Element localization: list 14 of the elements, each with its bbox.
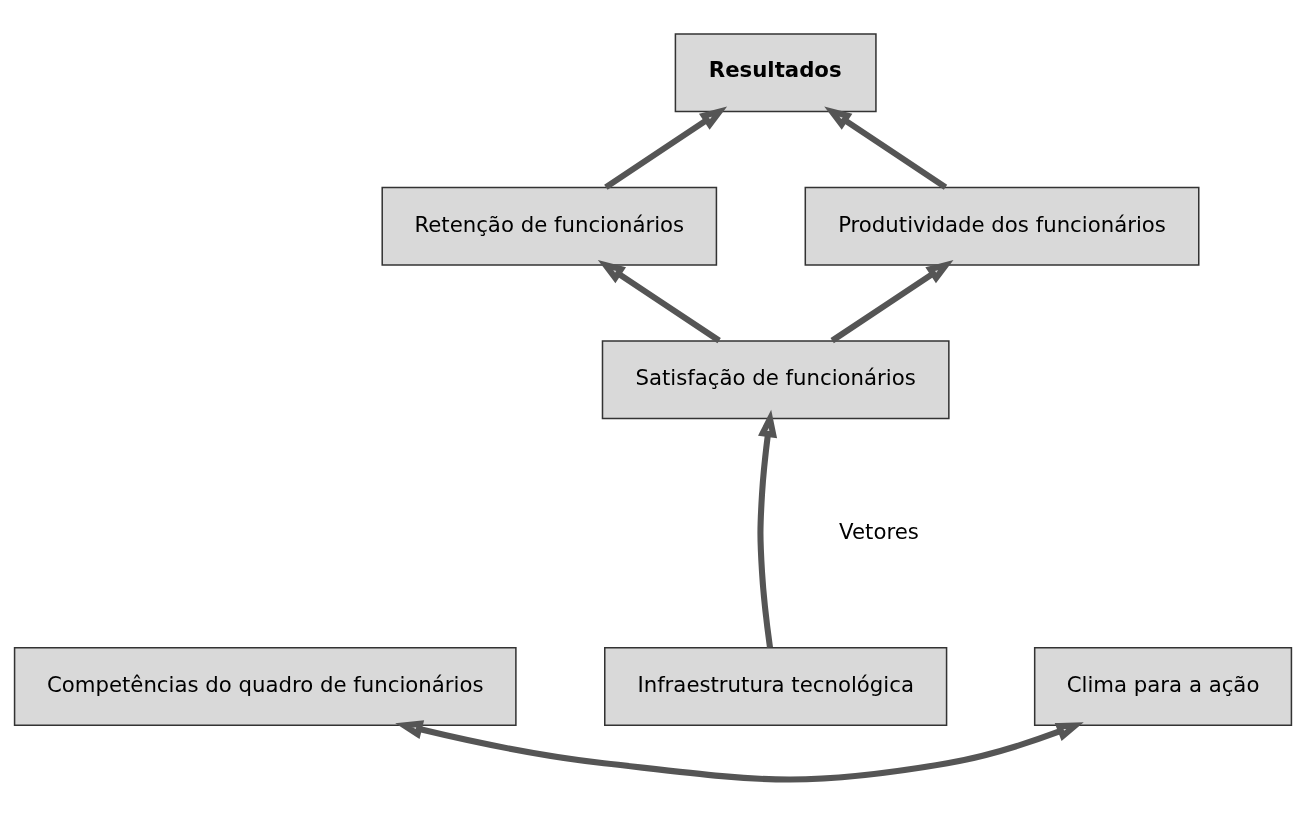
arrow [395, 720, 1084, 783]
node-box: Retenção de funcionários [381, 186, 718, 266]
label: Vetores [839, 518, 919, 544]
node-box: Competências do quadro de funcionários [13, 647, 517, 727]
node-box: Produtividade dos funcionários [804, 186, 1200, 266]
node-box: Clima para a ação [1033, 647, 1293, 727]
arrow [830, 260, 954, 344]
node-box: Infraestrutura tecnológica [604, 647, 948, 727]
node-box: Resultados [674, 33, 877, 113]
arrow [757, 409, 778, 648]
arrow [597, 260, 721, 344]
node-box: Satisfação de funcionários [601, 340, 950, 420]
arrow [604, 106, 728, 190]
arrow [824, 106, 948, 190]
